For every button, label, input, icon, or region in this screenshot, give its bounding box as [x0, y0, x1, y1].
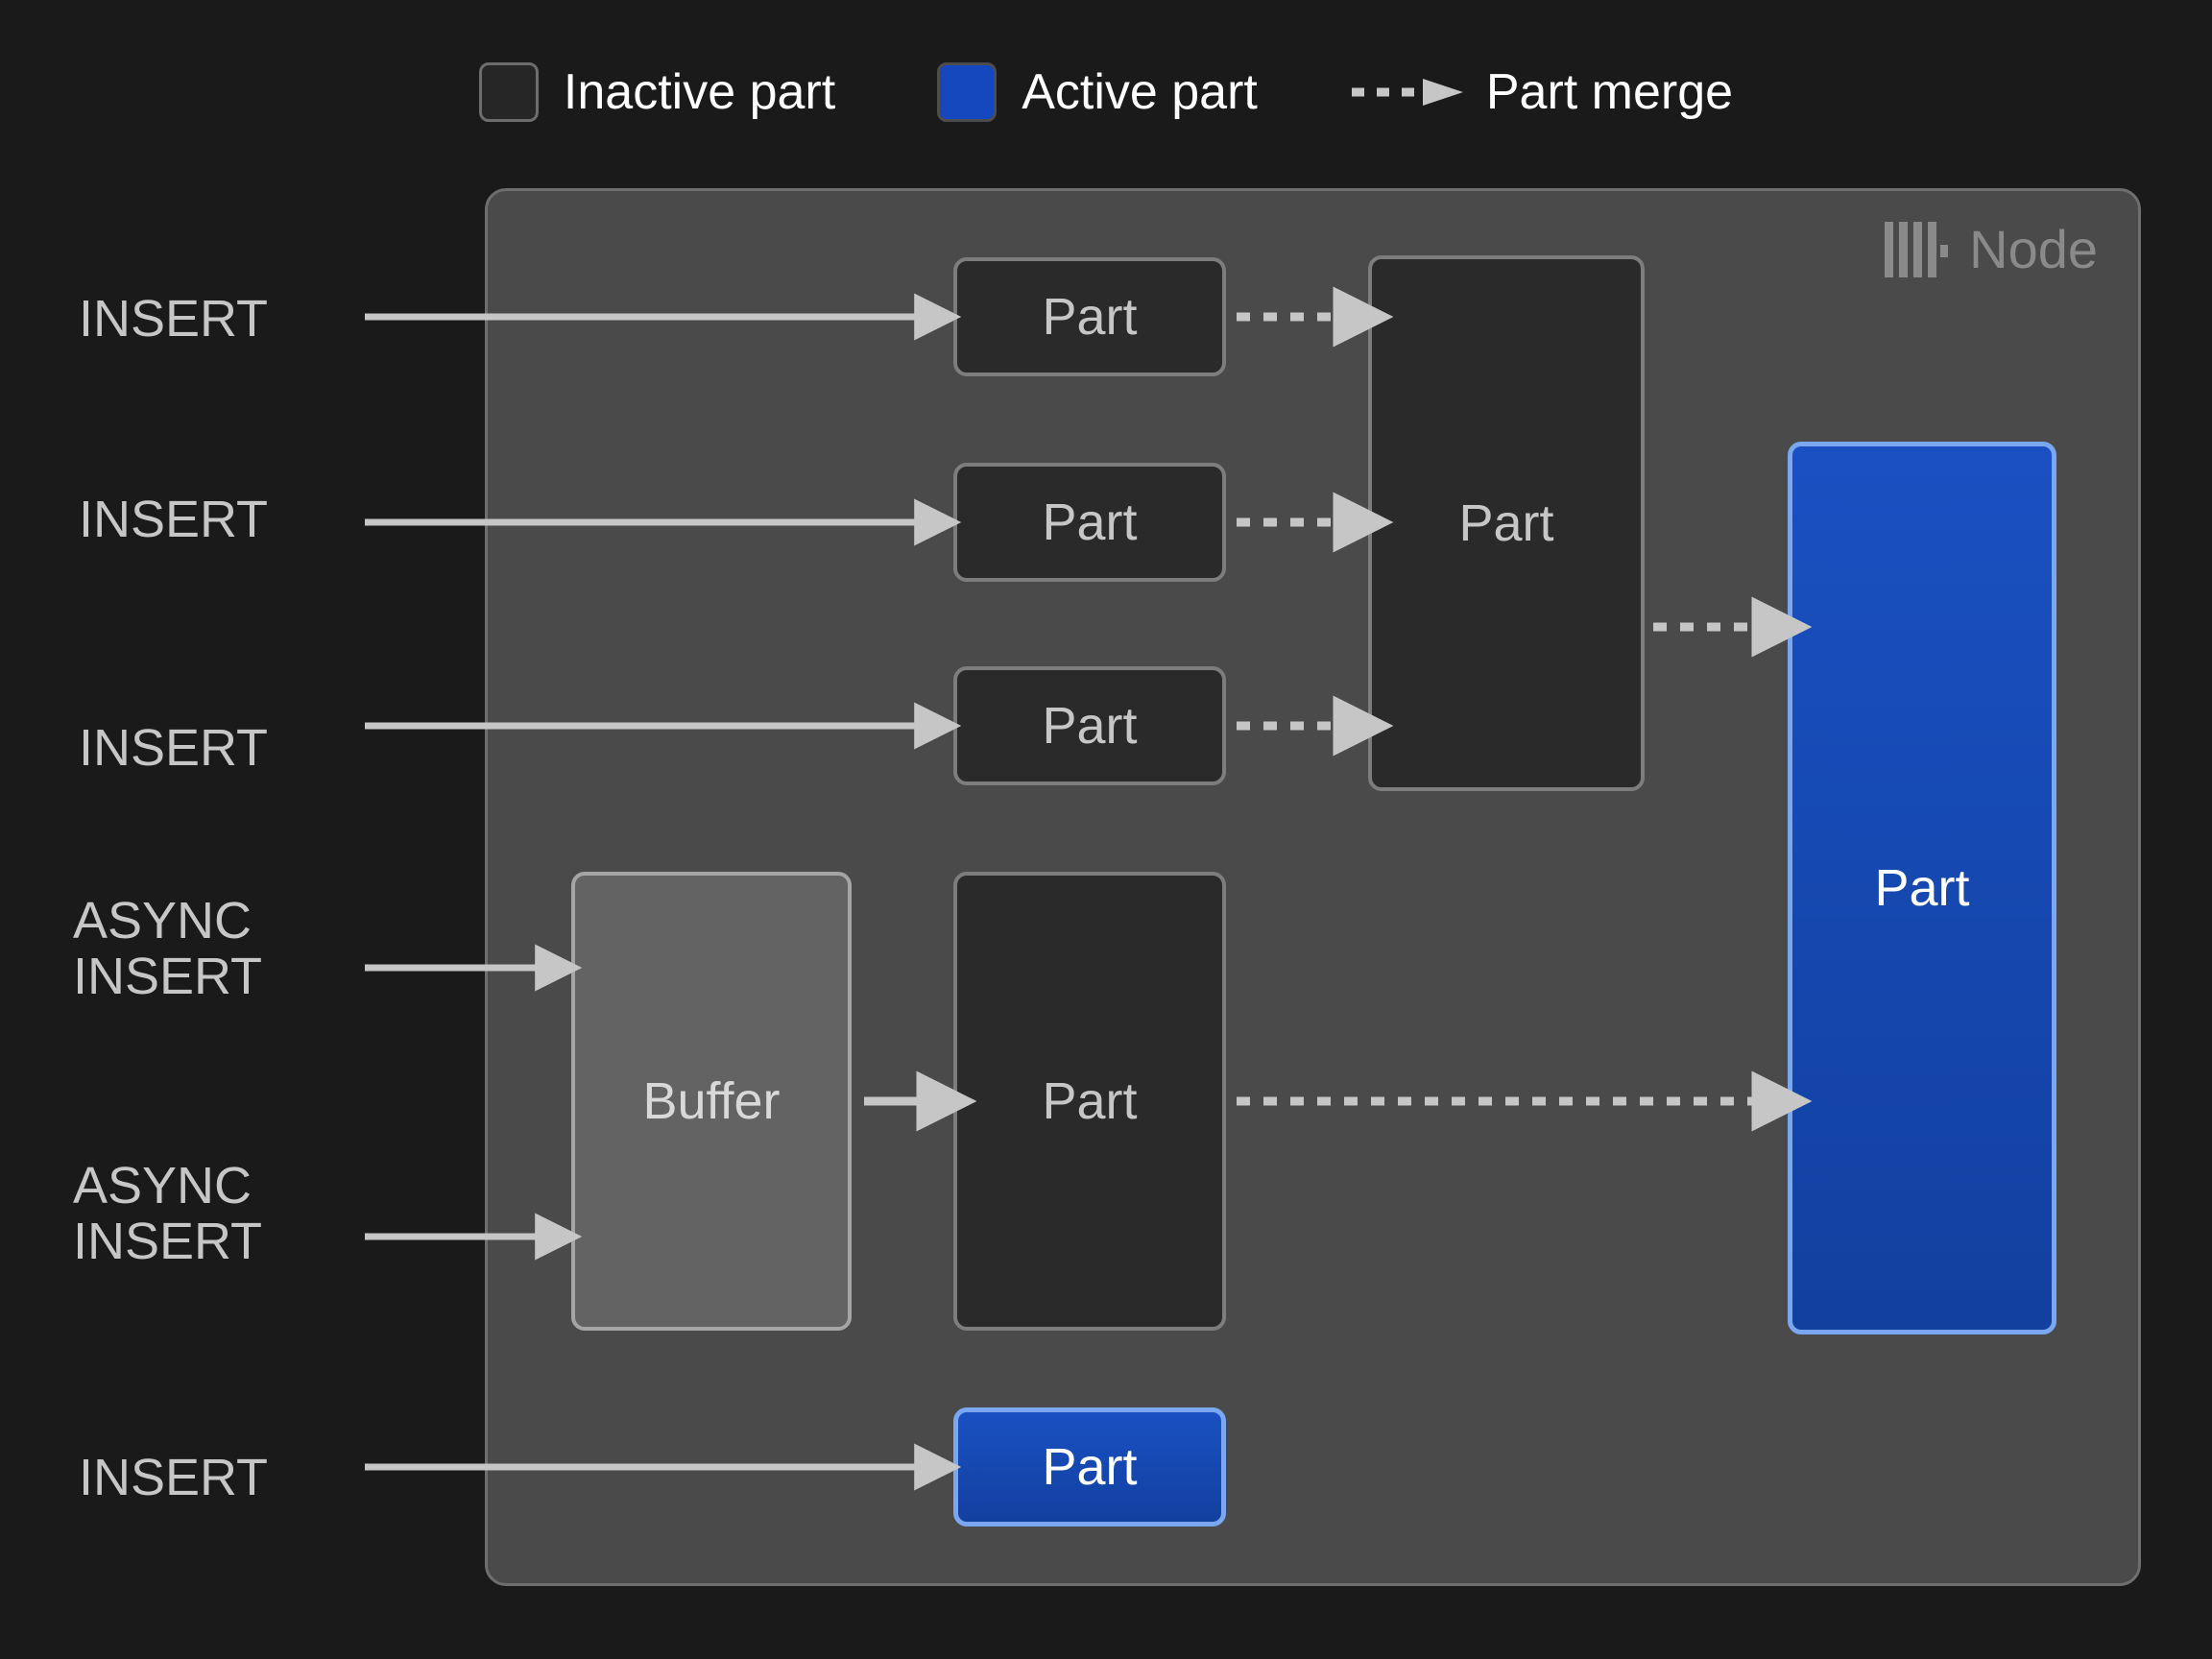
inactive-part-swatch-icon: [478, 62, 539, 122]
buffer-box[interactable]: Buffer: [571, 872, 852, 1331]
part-box-label: Part: [1458, 494, 1554, 552]
source-label-insert-2: INSERT: [79, 491, 269, 548]
source-label-insert-1: INSERT: [79, 290, 269, 348]
dashed-arrow-icon: [1351, 79, 1463, 106]
legend-item-active-part: Active part: [937, 62, 1258, 122]
legend-item-inactive-part: Inactive part: [478, 62, 836, 122]
buffer-box-label: Buffer: [642, 1072, 781, 1130]
source-label-async-insert-2: ASYNC INSERT: [73, 1157, 263, 1271]
part-box-label: Part: [1042, 1438, 1138, 1496]
part-box-bottom-active[interactable]: Part: [953, 1407, 1226, 1527]
part-box-top-3[interactable]: Part: [953, 666, 1226, 785]
part-box-label: Part: [1874, 859, 1970, 917]
source-label-insert-3: INSERT: [79, 719, 269, 777]
legend-label-inactive-part: Inactive part: [563, 64, 836, 120]
source-label-insert-4: INSERT: [79, 1449, 269, 1506]
part-box-label: Part: [1042, 493, 1138, 551]
part-box-label: Part: [1042, 1072, 1138, 1130]
clickhouse-logo-icon: [1885, 222, 1949, 277]
part-box-top-1[interactable]: Part: [953, 257, 1226, 376]
legend-label-active-part: Active part: [1022, 64, 1258, 120]
part-box-async[interactable]: Part: [953, 872, 1226, 1331]
node-label: Node: [1969, 219, 2098, 279]
part-box-label: Part: [1042, 697, 1138, 755]
node-badge: Node: [1885, 222, 2098, 277]
source-label-async-insert-1: ASYNC INSERT: [73, 892, 263, 1006]
part-box-merged[interactable]: Part: [1368, 255, 1645, 791]
part-box-label: Part: [1042, 288, 1138, 346]
legend-label-part-merge: Part merge: [1485, 64, 1734, 120]
legend-item-part-merge: Part merge: [1350, 67, 1733, 117]
part-box-final-active[interactable]: Part: [1788, 442, 2056, 1334]
legend: Inactive part Active part Part merge: [0, 46, 2212, 138]
active-part-swatch-icon: [937, 62, 998, 122]
part-box-top-2[interactable]: Part: [953, 463, 1226, 582]
